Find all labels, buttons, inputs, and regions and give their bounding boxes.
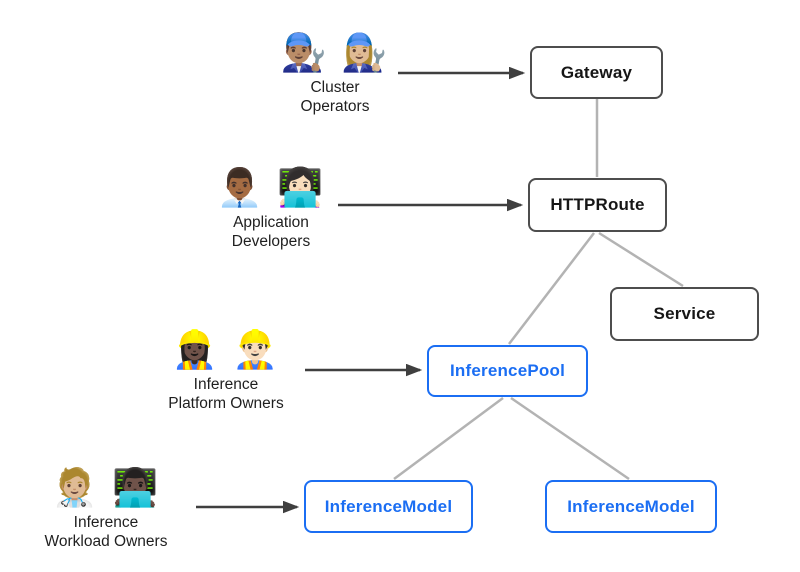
edge-inferencepool-inferencemodel-1 bbox=[393, 396, 504, 481]
actor-label-line2: Workload Owners bbox=[44, 533, 168, 550]
developers-emoji-icon: 👨🏾‍💼 👩🏻‍💻 bbox=[216, 167, 326, 208]
node-inferencepool: InferencePool bbox=[427, 345, 588, 397]
actor-label-line2: Developers bbox=[231, 233, 311, 250]
actor-inference-workload-owners: 🧑🏼‍⚕️ 👨🏿‍💻 Inference Workload Owners bbox=[0, 466, 216, 551]
construction-workers-emoji-icon: 👷🏿‍♀️ 👷🏻‍♂️ bbox=[171, 329, 281, 370]
actor-application-developers: 👨🏾‍💼 👩🏻‍💻 Application Developers bbox=[161, 166, 381, 251]
node-inferencemodel-1: InferenceModel bbox=[304, 480, 473, 533]
actor-inference-platform-owners: 👷🏿‍♀️ 👷🏻‍♂️ Inference Platform Owners bbox=[116, 328, 336, 413]
workload-owners-emoji-icon: 🧑🏼‍⚕️ 👨🏿‍💻 bbox=[51, 467, 161, 508]
actor-label: Inference Workload Owners bbox=[0, 513, 216, 551]
actor-cluster-operators: 👨🏽‍🔧 👩🏼‍🔧 Cluster Operators bbox=[225, 31, 445, 116]
actor-label-line2: Operators bbox=[300, 98, 370, 115]
actor-label: Inference Platform Owners bbox=[116, 375, 336, 413]
actor-label-line1: Application bbox=[233, 214, 309, 231]
edge-httproute-inferencepool bbox=[508, 232, 595, 345]
node-gateway: Gateway bbox=[530, 46, 663, 99]
node-httproute: HTTPRoute bbox=[528, 178, 667, 232]
edge-httproute-service bbox=[598, 231, 684, 288]
actor-label: Cluster Operators bbox=[225, 78, 445, 116]
node-inferencemodel-2: InferenceModel bbox=[545, 480, 717, 533]
edge-inferencepool-inferencemodel-2 bbox=[510, 396, 630, 481]
actor-label-line1: Inference bbox=[73, 514, 139, 531]
node-service: Service bbox=[610, 287, 759, 341]
actor-label-line2: Platform Owners bbox=[168, 395, 284, 412]
mechanics-emoji-icon: 👨🏽‍🔧 👩🏼‍🔧 bbox=[280, 32, 390, 73]
actor-label-line1: Cluster bbox=[310, 79, 360, 96]
actor-label: Application Developers bbox=[161, 213, 381, 251]
actor-label-line1: Inference bbox=[193, 376, 259, 393]
